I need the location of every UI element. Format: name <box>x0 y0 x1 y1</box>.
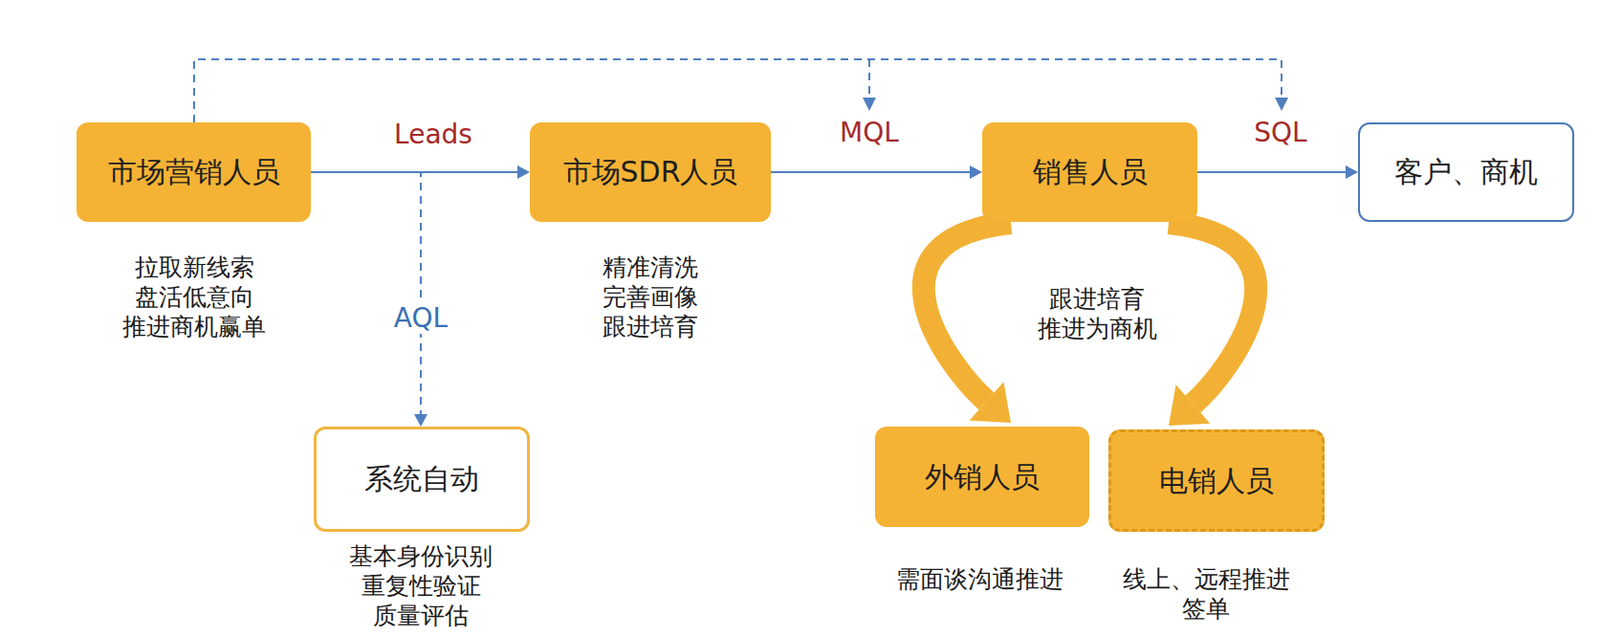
arrow-head <box>1274 97 1289 111</box>
cycle-arrow <box>1168 222 1256 404</box>
node-label: 市场SDR人员 <box>563 154 739 190</box>
edge-label: Leads <box>390 119 477 151</box>
connector <box>1197 165 1359 179</box>
role-box-dashed: 电销人员 <box>1108 429 1325 532</box>
role-description: 基本身份识别 重复性验证 质量评估 <box>343 541 499 631</box>
role-box: 外销人员 <box>875 426 1090 527</box>
role-box: 市场营销人员 <box>76 122 311 222</box>
dashed-feedback-path <box>194 59 1282 123</box>
node-label: 客户、商机 <box>1394 154 1538 190</box>
connector <box>1168 222 1256 426</box>
cycle-arrow <box>923 222 1011 401</box>
node-label: 销售人员 <box>1032 154 1148 190</box>
role-box: 市场SDR人员 <box>529 122 771 222</box>
cycle-description: 跟进培育 推进为商机 <box>1031 284 1163 344</box>
role-description: 拉取新线索 盘活低意向 推进商机赢单 <box>116 252 272 342</box>
arrow-head <box>969 165 983 179</box>
node-label: 外销人员 <box>924 460 1040 495</box>
dashed-line <box>194 59 1282 123</box>
flow-arrow <box>1197 171 1346 174</box>
result-box: 客户、商机 <box>1358 122 1575 222</box>
arrow-head <box>1168 384 1210 426</box>
dashed-line <box>868 59 871 100</box>
arrow-head <box>862 97 877 111</box>
node-label: 系统自动 <box>364 461 480 497</box>
edge-label: SQL <box>1249 117 1311 149</box>
connector <box>310 172 428 427</box>
flow-arrow <box>770 171 970 174</box>
connector <box>770 165 983 179</box>
node-label: 市场营销人员 <box>108 154 281 190</box>
connector <box>923 222 1011 423</box>
dashed-connector <box>310 172 421 415</box>
arrow-head <box>969 381 1011 423</box>
arrow-head <box>517 165 530 179</box>
role-description: 线上、远程推进 签单 <box>1115 564 1297 624</box>
role-description: 精准清洗 完善画像 跟进培育 <box>596 252 704 342</box>
arrow-head <box>414 414 428 427</box>
node-label: 电销人员 <box>1159 463 1274 499</box>
edge-label: MQL <box>835 117 903 149</box>
role-box: 销售人员 <box>982 122 1198 222</box>
edge-label: AQL <box>390 303 452 334</box>
system-box: 系统自动 <box>313 426 530 532</box>
role-description: 需面谈沟通推进 <box>883 564 1075 594</box>
arrow-head <box>1345 165 1359 179</box>
